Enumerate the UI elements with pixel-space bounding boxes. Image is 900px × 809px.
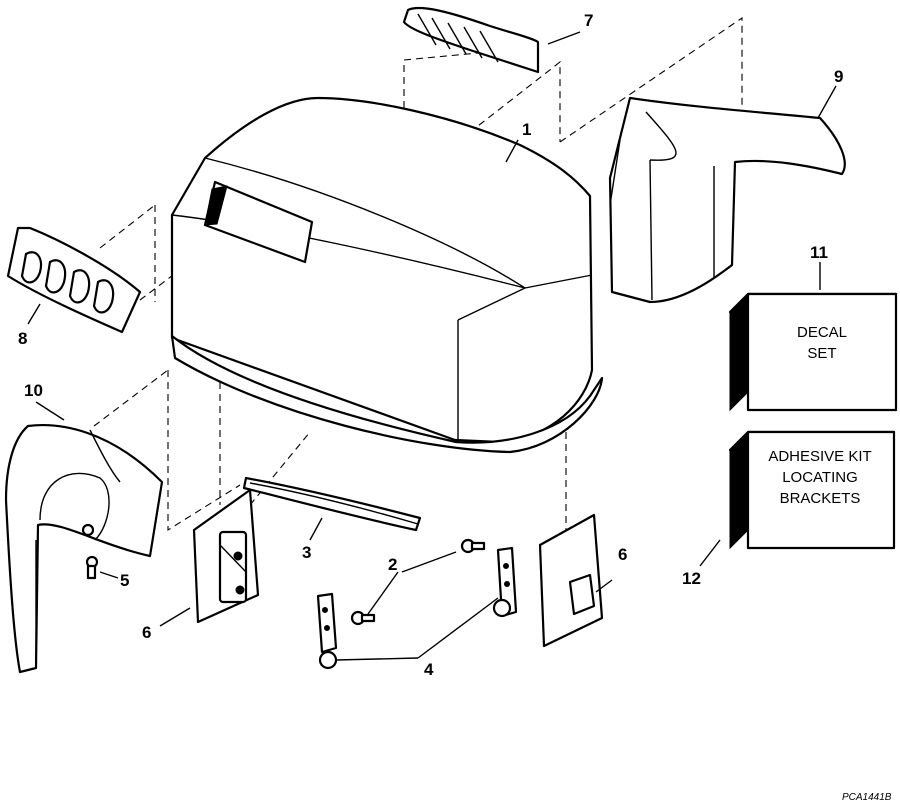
kit-line3: BRACKETS (780, 490, 861, 507)
leader-lines (27, 31, 837, 661)
seal-strip (242, 476, 422, 532)
callout-1: 1 (522, 120, 531, 139)
screw-lower (350, 610, 376, 626)
locating-bracket-right (492, 546, 518, 618)
callout-numbers: 1 2 3 4 5 6 6 7 8 9 10 11 12 (18, 11, 843, 679)
right-bracket-panel (538, 513, 604, 648)
callout-2: 2 (388, 555, 397, 574)
callout-6-right: 6 (618, 545, 627, 564)
callout-3: 3 (302, 543, 311, 562)
engine-cowl (170, 96, 604, 454)
screw-upper (460, 538, 486, 554)
small-screw (85, 555, 99, 580)
callout-12: 12 (682, 569, 701, 588)
assembly-guide-lines (93, 16, 743, 532)
left-bracket-panel (192, 488, 260, 624)
left-lower-panel (4, 424, 164, 674)
decal-set-line1: DECAL (797, 324, 847, 341)
right-side-panel (608, 96, 846, 304)
locating-bracket-left (316, 592, 338, 670)
callout-9: 9 (834, 67, 843, 86)
decal-set-box: DECAL SET (728, 292, 898, 412)
kit-line1: ADHESIVE KIT (768, 448, 871, 465)
callout-10: 10 (24, 381, 43, 400)
kit-line2: LOCATING (782, 469, 858, 486)
callout-11: 11 (810, 243, 828, 262)
callout-7: 7 (584, 11, 593, 30)
drawing-code: PCA1441B (842, 792, 892, 803)
adhesive-kit-box: ADHESIVE KIT LOCATING BRACKETS (728, 430, 896, 550)
callout-6-left: 6 (142, 623, 151, 642)
decal-set-line2: SET (807, 345, 836, 362)
callout-5: 5 (120, 571, 129, 590)
callout-4: 4 (424, 660, 434, 679)
callout-8: 8 (18, 329, 27, 348)
top-vent-grill (402, 6, 540, 74)
side-vent-grill (6, 226, 142, 334)
